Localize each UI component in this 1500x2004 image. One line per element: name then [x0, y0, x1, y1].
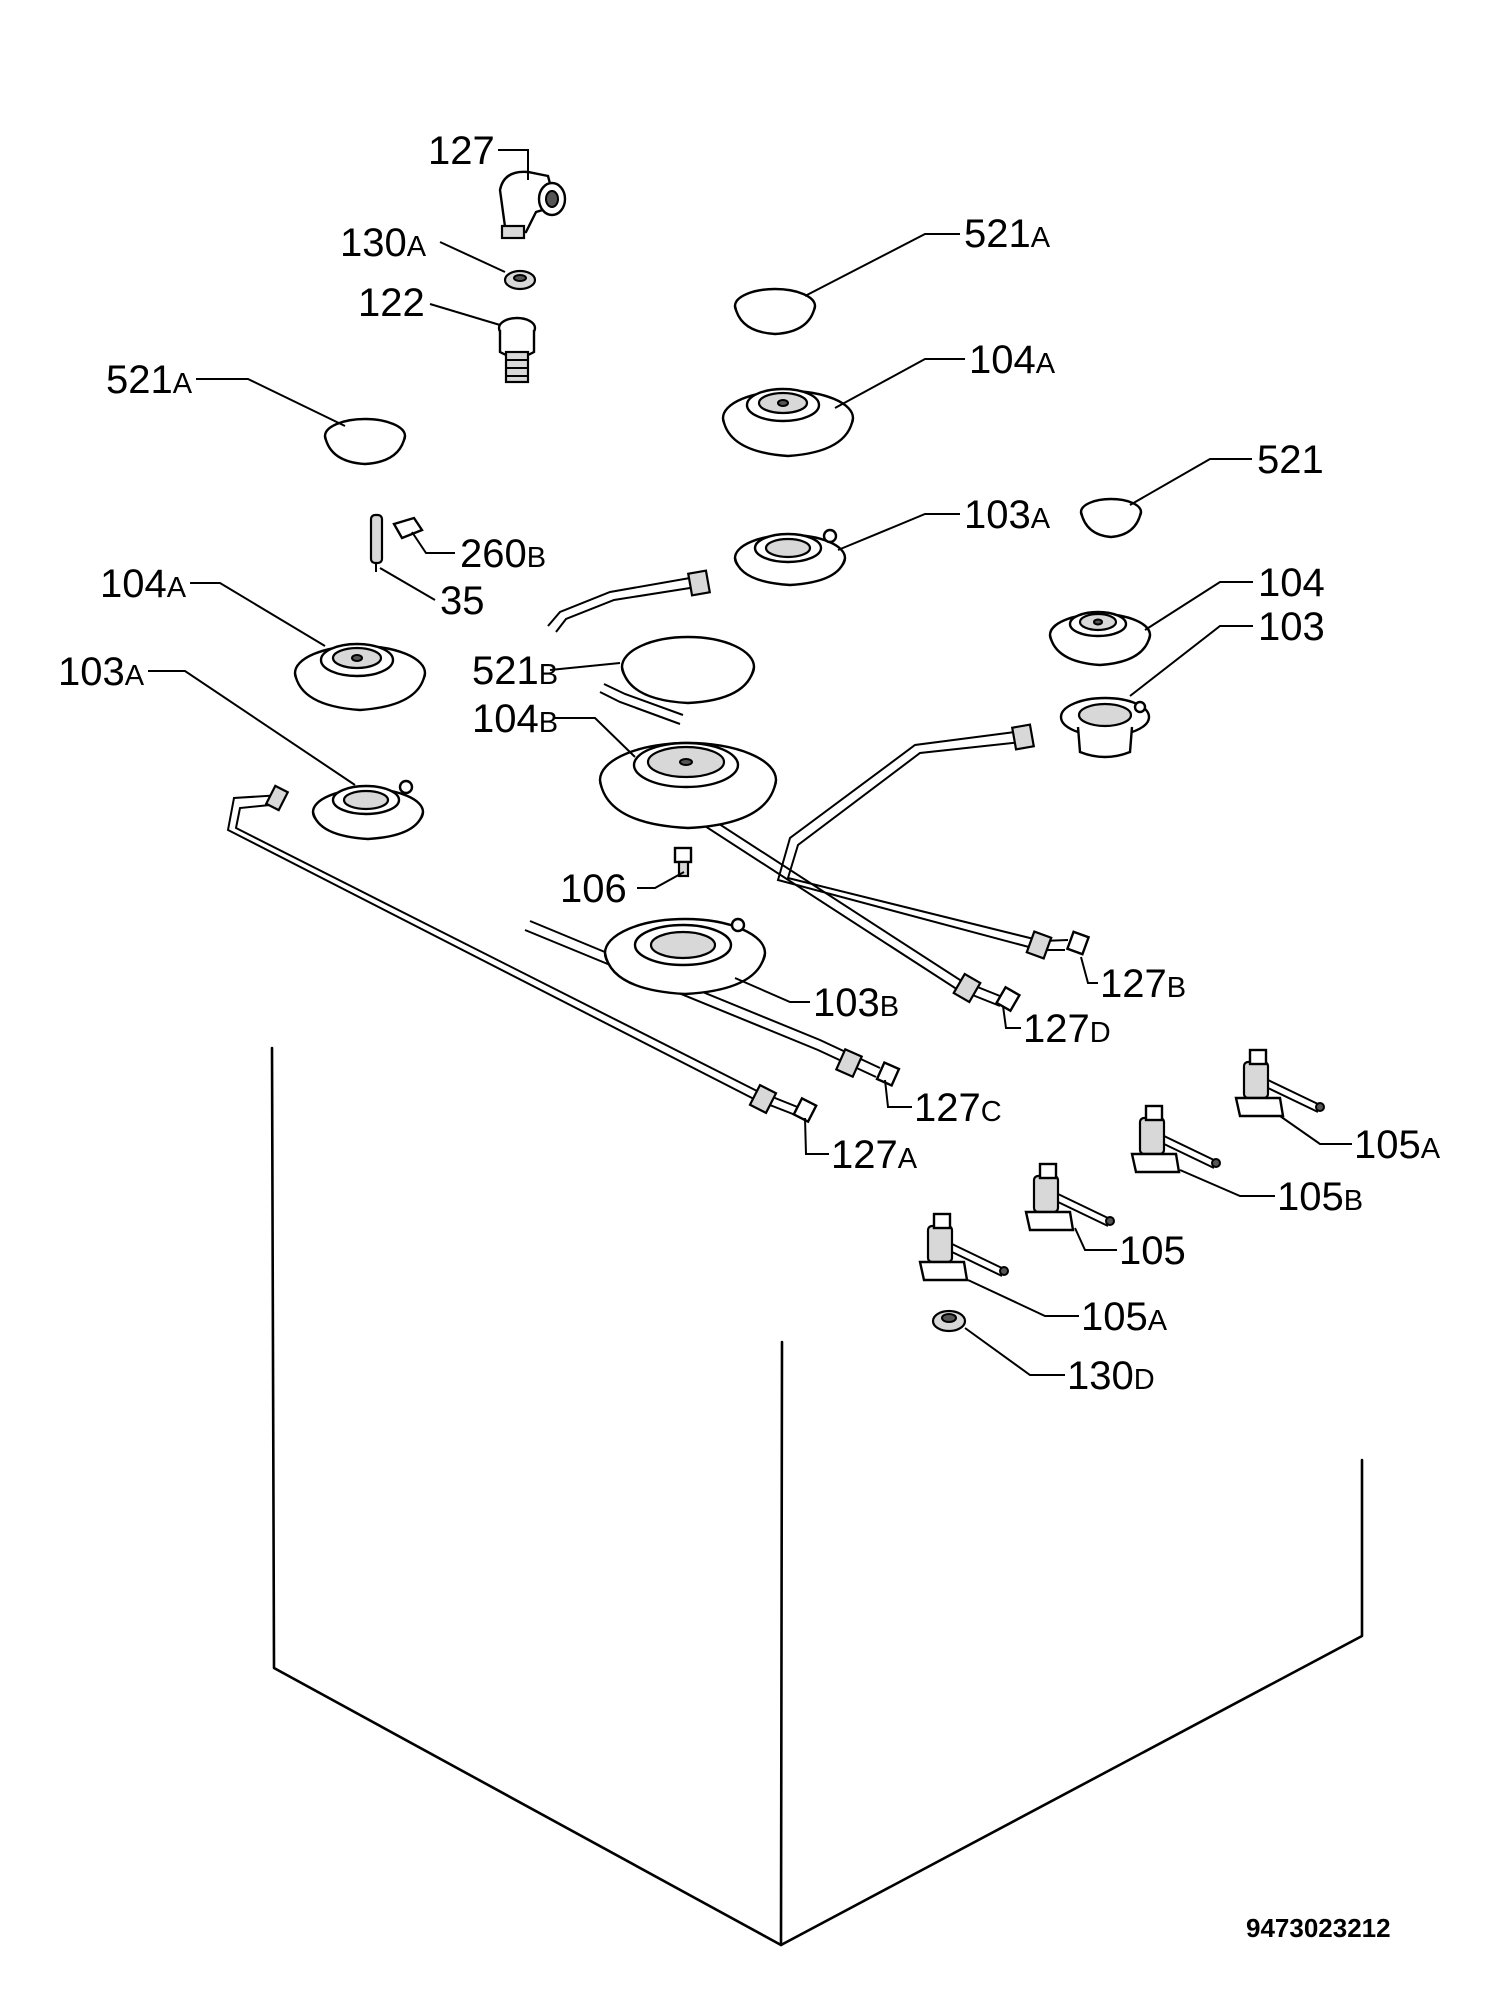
gas-pipe-127C [524, 920, 901, 1088]
label-105A-top: 105A [1354, 1123, 1441, 1167]
label-105: 105 [1119, 1229, 1186, 1273]
burner-crown-104A-left [293, 642, 427, 712]
label-104A-right: 104A [969, 338, 1056, 382]
document-number: 9473023212 [1246, 1913, 1391, 1943]
burner-base-103A-mid [733, 528, 847, 587]
spark-plug-35 [369, 513, 384, 572]
label-103B: 103B [813, 981, 899, 1025]
elbow-fitting-127 [498, 170, 567, 240]
gas-pipe-upper [547, 569, 712, 725]
label-521A-right: 521A [964, 212, 1051, 256]
injector-122 [497, 316, 537, 384]
label-130A: 130A [340, 221, 427, 265]
clip-260B [392, 516, 424, 540]
burner-cap-521 [1079, 497, 1143, 539]
label-127-top: 127 [428, 129, 495, 173]
burner-cap-521A-left [323, 417, 407, 466]
label-103A-mid: 103A [964, 493, 1051, 537]
label-35: 35 [440, 579, 485, 623]
label-127C: 127C [914, 1086, 1002, 1130]
label-127A: 127A [831, 1133, 918, 1177]
label-127B: 127B [1100, 962, 1186, 1006]
washer-130D [931, 1309, 967, 1333]
burner-crown-104 [1048, 610, 1152, 667]
label-106: 106 [560, 867, 627, 911]
burner-crown-104B [598, 741, 778, 830]
label-105B: 105B [1277, 1175, 1363, 1219]
label-103: 103 [1258, 605, 1325, 649]
label-127D: 127D [1023, 1007, 1111, 1051]
label-104A-left: 104A [100, 562, 187, 606]
gas-pipe-127A [226, 784, 818, 1124]
gas-tap-105A-bottom [918, 1212, 1009, 1282]
label-103A-left: 103A [58, 650, 145, 694]
burner-base-103A-left [311, 779, 425, 841]
injector-106 [673, 846, 693, 878]
washer-130A [503, 269, 537, 291]
label-260B: 260B [460, 532, 546, 576]
label-104: 104 [1258, 561, 1325, 605]
burner-base-103B [603, 917, 767, 996]
gas-tap-105A-top [1234, 1048, 1325, 1118]
label-521: 521 [1257, 438, 1324, 482]
label-104B: 104B [472, 697, 558, 741]
part-labels: 127 130A 122 521A 521A 104A 521 103A 260… [58, 129, 1441, 1398]
label-105A-bottom: 105A [1081, 1295, 1168, 1339]
label-521A-left: 521A [106, 358, 193, 402]
cabinet-outline [270, 1046, 1364, 1947]
leader-lines [148, 149, 1352, 1376]
label-130D: 130D [1067, 1354, 1155, 1398]
burner-cap-521B [620, 635, 756, 705]
gas-pipe-127D [619, 762, 1022, 1013]
burner-base-103 [1059, 696, 1151, 759]
gas-tap-105 [1024, 1162, 1115, 1232]
gas-pipe-127B [776, 723, 1091, 960]
gas-tap-105B [1130, 1104, 1221, 1174]
burner-crown-104A-right [721, 387, 855, 458]
burner-cap-521A-right [733, 287, 817, 336]
label-122: 122 [358, 281, 425, 325]
label-521B: 521B [472, 649, 558, 693]
